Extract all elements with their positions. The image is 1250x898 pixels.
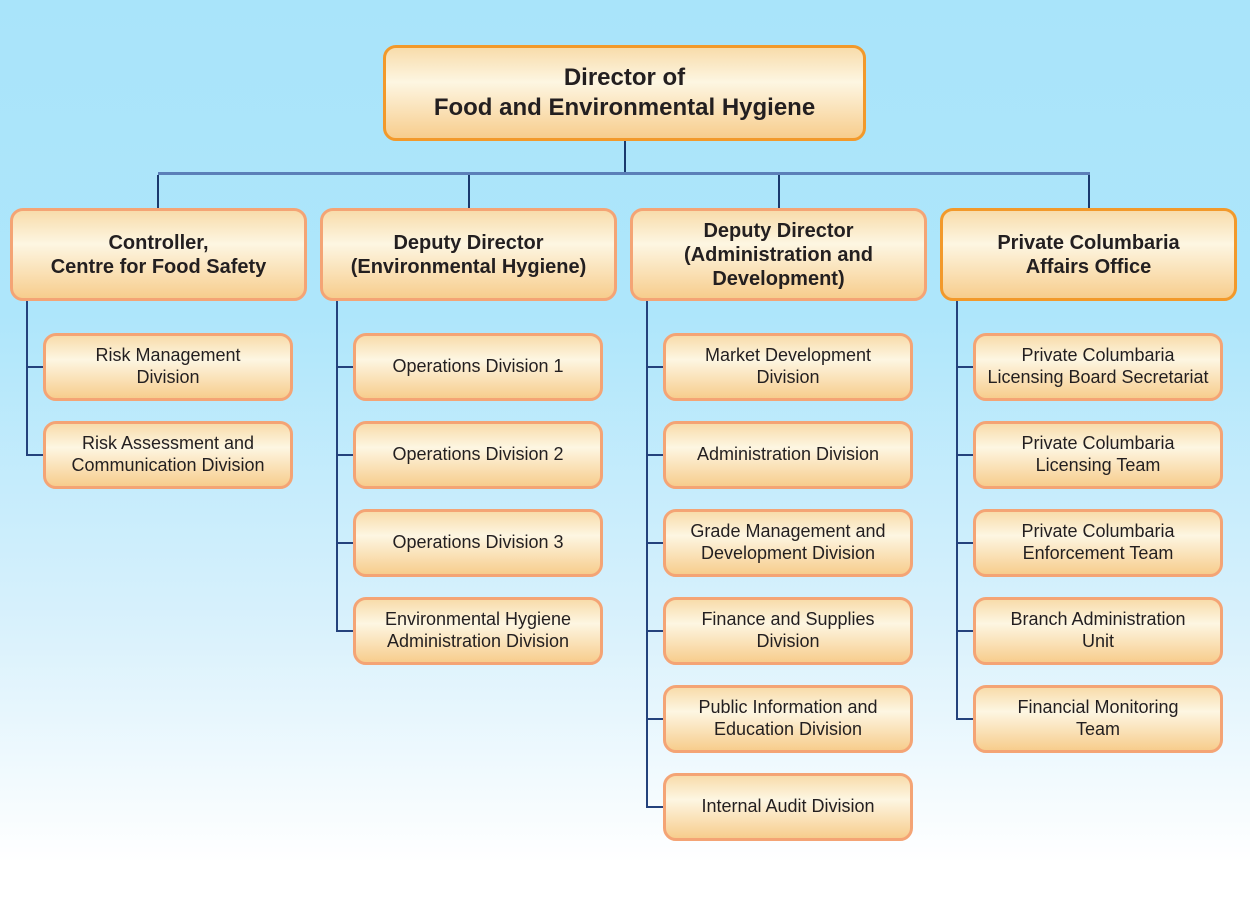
connector-rail-col2 bbox=[336, 301, 338, 631]
org-box-private-columbaria-enforcement-team: Private Columbaria Enforcement Team bbox=[973, 509, 1223, 577]
org-box-controller-centre-food-safety: Controller, Centre for Food Safety bbox=[10, 208, 307, 301]
org-box-financial-monitoring-team: Financial Monitoring Team bbox=[973, 685, 1223, 753]
org-box-deputy-director-administration-development: Deputy Director (Administration and Deve… bbox=[630, 208, 927, 301]
org-box-internal-audit-division: Internal Audit Division bbox=[663, 773, 913, 841]
org-box-operations-division-3: Operations Division 3 bbox=[353, 509, 603, 577]
connector-stub-col4-2 bbox=[956, 454, 973, 456]
org-box-market-development-division: Market Development Division bbox=[663, 333, 913, 401]
connector-drop-branch-2 bbox=[468, 175, 470, 208]
connector-branch-bus bbox=[158, 172, 1090, 175]
org-box-operations-division-1: Operations Division 1 bbox=[353, 333, 603, 401]
connector-stub-col4-5 bbox=[956, 718, 973, 720]
connector-drop-branch-4 bbox=[1088, 175, 1090, 208]
org-box-environmental-hygiene-administration-division: Environmental Hygiene Administration Div… bbox=[353, 597, 603, 665]
connector-stub-col2-1 bbox=[336, 366, 353, 368]
connector-stub-col4-4 bbox=[956, 630, 973, 632]
org-box-public-information-education-division: Public Information and Education Divisio… bbox=[663, 685, 913, 753]
connector-director-stem bbox=[624, 141, 626, 172]
connector-rail-col4 bbox=[956, 301, 958, 719]
org-box-risk-assessment-communication-division: Risk Assessment and Communication Divisi… bbox=[43, 421, 293, 489]
connector-stub-col3-3 bbox=[646, 542, 663, 544]
connector-stub-col3-4 bbox=[646, 630, 663, 632]
org-box-grade-management-development-division: Grade Management and Development Divisio… bbox=[663, 509, 913, 577]
org-box-private-columbaria-licensing-board-secretariat: Private Columbaria Licensing Board Secre… bbox=[973, 333, 1223, 401]
connector-rail-col3 bbox=[646, 301, 648, 807]
connector-stub-col2-4 bbox=[336, 630, 353, 632]
org-box-private-columbaria-affairs-office: Private Columbaria Affairs Office bbox=[940, 208, 1237, 301]
org-box-director: Director of Food and Environmental Hygie… bbox=[383, 45, 866, 141]
org-box-finance-supplies-division: Finance and Supplies Division bbox=[663, 597, 913, 665]
org-box-private-columbaria-licensing-team: Private Columbaria Licensing Team bbox=[973, 421, 1223, 489]
connector-rail-col1 bbox=[26, 301, 28, 455]
connector-stub-col2-2 bbox=[336, 454, 353, 456]
org-box-administration-division: Administration Division bbox=[663, 421, 913, 489]
connector-drop-branch-1 bbox=[157, 175, 159, 208]
connector-stub-col3-5 bbox=[646, 718, 663, 720]
connector-stub-col3-1 bbox=[646, 366, 663, 368]
connector-stub-col3-6 bbox=[646, 806, 663, 808]
connector-stub-col1-1 bbox=[26, 366, 43, 368]
connector-stub-col3-2 bbox=[646, 454, 663, 456]
connector-stub-col4-1 bbox=[956, 366, 973, 368]
connector-stub-col1-2 bbox=[26, 454, 43, 456]
connector-stub-col2-3 bbox=[336, 542, 353, 544]
org-box-branch-administration-unit: Branch Administration Unit bbox=[973, 597, 1223, 665]
connector-stub-col4-3 bbox=[956, 542, 973, 544]
org-box-operations-division-2: Operations Division 2 bbox=[353, 421, 603, 489]
connector-drop-branch-3 bbox=[778, 175, 780, 208]
org-box-deputy-director-environmental-hygiene: Deputy Director (Environmental Hygiene) bbox=[320, 208, 617, 301]
org-box-risk-management-division: Risk Management Division bbox=[43, 333, 293, 401]
